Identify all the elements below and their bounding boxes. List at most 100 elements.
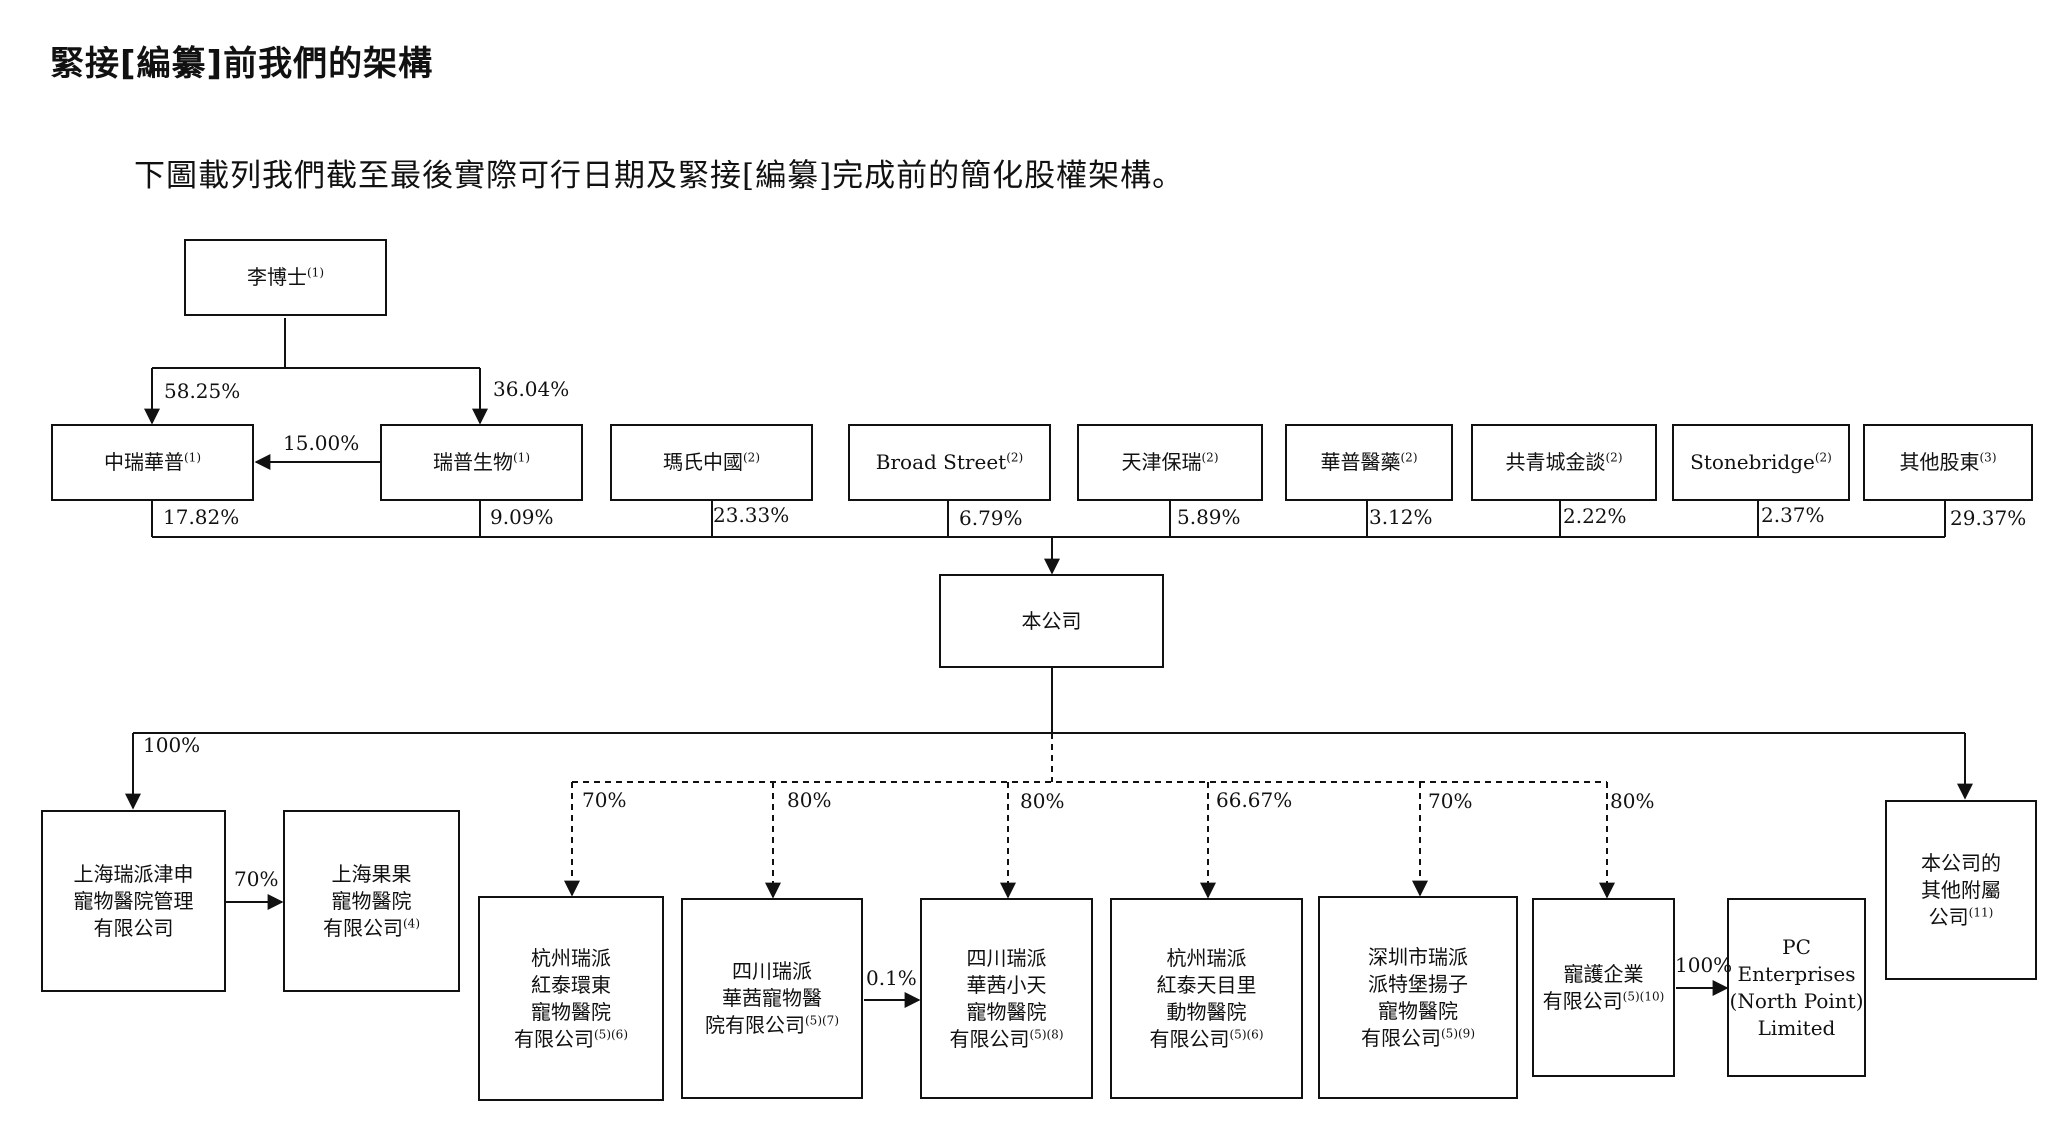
entity-label: 上海果果寵物醫院有限公司(4)	[323, 861, 420, 942]
entity-label-line: 共青城金談(2)	[1505, 450, 1623, 474]
entity-sichuan-xiaotian: 四川瑞派華茜小天寵物醫院有限公司(5)(8)	[920, 898, 1093, 1099]
pct-to-hangzhou-huandong: 70%	[582, 788, 627, 812]
entity-label-line: 本公司的	[1921, 850, 2001, 875]
entity-label-line: 有限公司(5)(6)	[514, 1026, 628, 1051]
entity-label: 瑪氏中國(2)	[663, 449, 760, 476]
entity-label-line: 瑞普生物(1)	[433, 450, 530, 474]
pct-mashi-stake: 23.33%	[713, 503, 790, 527]
entity-stonebridge: Stonebridge(2)	[1672, 424, 1850, 501]
entity-label-line: 派特堡揚子	[1368, 971, 1468, 996]
pct-to-shanghai-ruipai: 100%	[143, 733, 201, 757]
entity-label-line: Stonebridge(2)	[1690, 450, 1832, 474]
entity-label: Stonebridge(2)	[1690, 449, 1832, 476]
entity-label-line: 有限公司(5)(9)	[1361, 1025, 1475, 1050]
entity-label: 中瑞華普(1)	[104, 449, 201, 476]
pct-to-sichuan-huaxi: 80%	[787, 788, 832, 812]
entity-label: 共青城金談(2)	[1506, 449, 1623, 476]
entity-broad-street: Broad Street(2)	[848, 424, 1051, 501]
entity-label-line: 本公司	[1021, 608, 1082, 633]
entity-label-line: 寵物醫院	[966, 999, 1047, 1024]
entity-label: 杭州瑞派紅泰天目里動物醫院有限公司(5)(6)	[1150, 945, 1264, 1053]
entity-label-line: 四川瑞派	[732, 959, 812, 983]
entity-label: 上海瑞派津申寵物醫院管理有限公司	[74, 861, 194, 942]
intro-paragraph: 下圖載列我們截至最後實際可行日期及緊接[編纂]完成前的簡化股權架構。	[134, 158, 1185, 194]
pct-li-zhongrui: 58.25%	[164, 379, 241, 403]
footnote-marker: (5)(7)	[805, 1013, 839, 1028]
section-heading: 緊接[編纂]前我們的架構	[50, 44, 434, 84]
entity-label: 深圳市瑞派派特堡揚子寵物醫院有限公司(5)(9)	[1361, 944, 1475, 1052]
entity-label-line: 華普醫藥(2)	[1320, 450, 1418, 474]
pct-broad-street-stake: 6.79%	[959, 506, 1023, 530]
footnote-marker: (5)(8)	[1029, 1026, 1064, 1041]
entity-label-line: 有限公司(5)(10)	[1542, 988, 1665, 1013]
pct-ruipu-stake: 9.09%	[490, 505, 554, 529]
footnote-marker: (2)	[743, 450, 760, 465]
entity-sichuan-huaxi: 四川瑞派華茜寵物醫院有限公司(5)(7)	[681, 898, 863, 1099]
footnote-marker: (1)	[513, 450, 530, 465]
entity-label-line: 天津保瑞(2)	[1121, 450, 1219, 474]
entity-label: 四川瑞派華茜寵物醫院有限公司(5)(7)	[705, 958, 839, 1039]
footnote-marker: (2)	[1400, 450, 1418, 465]
entity-hangzhou-huandong: 杭州瑞派紅泰環東寵物醫院有限公司(5)(6)	[478, 896, 664, 1101]
pct-to-hangzhou-tianmuli: 66.67%	[1216, 788, 1293, 812]
entity-label-line: 四川瑞派	[966, 945, 1047, 970]
entity-label-line: 華茜小天	[966, 972, 1047, 997]
pct-ruipu-zhongrui: 15.00%	[283, 431, 360, 455]
entity-label-line: (North Point)	[1729, 988, 1864, 1013]
pct-chonghu-pc: 100%	[1675, 953, 1733, 977]
entity-label: 杭州瑞派紅泰環東寵物醫院有限公司(5)(6)	[514, 945, 628, 1053]
footnote-marker: (5)(6)	[1229, 1026, 1264, 1041]
entity-label-line: 瑪氏中國(2)	[663, 450, 760, 474]
pct-zhongrui-stake: 17.82%	[163, 505, 240, 529]
entity-label-line: 有限公司(4)	[323, 915, 420, 940]
entity-label-line: 中瑞華普(1)	[104, 450, 201, 474]
entity-label-line: 寵物醫院	[1378, 998, 1458, 1023]
entity-label-line: 杭州瑞派	[1166, 945, 1247, 970]
entity-label-line: 杭州瑞派	[531, 945, 611, 970]
entity-label-line: 院有限公司(5)(7)	[705, 1013, 839, 1037]
entity-label-line: 寵物醫院管理	[73, 888, 194, 913]
entity-label: 瑞普生物(1)	[433, 449, 530, 476]
pct-ruipai-guoguo: 70%	[234, 867, 279, 891]
pct-huapu-stake: 3.12%	[1369, 505, 1433, 529]
entity-the-company: 本公司	[939, 574, 1164, 668]
entity-label: 四川瑞派華茜小天寵物醫院有限公司(5)(8)	[950, 945, 1064, 1053]
footnote-marker: (1)	[184, 450, 201, 465]
entity-label-line: 動物醫院	[1166, 999, 1247, 1024]
entity-label: 其他股東(3)	[1900, 449, 1997, 476]
entity-hangzhou-tianmuli: 杭州瑞派紅泰天目里動物醫院有限公司(5)(6)	[1110, 898, 1303, 1099]
pct-tianjin-stake: 5.89%	[1177, 505, 1241, 529]
entity-label-line: 深圳市瑞派	[1368, 944, 1468, 969]
entity-label-line: 華茜寵物醫	[722, 986, 822, 1010]
entity-shanghai-guoguo: 上海果果寵物醫院有限公司(4)	[283, 810, 460, 992]
entity-label: 寵護企業有限公司(5)(10)	[1543, 961, 1665, 1015]
footnote-marker: (5)(6)	[594, 1026, 628, 1041]
entity-label-line: Limited	[1757, 1015, 1836, 1040]
entity-label-line: Broad Street(2)	[875, 450, 1024, 474]
entity-label-line: 寵物醫院	[331, 888, 412, 913]
entity-label: 本公司	[1022, 608, 1082, 635]
entity-label: 本公司的其他附屬公司(11)	[1921, 850, 2001, 931]
pct-to-chonghu: 80%	[1610, 789, 1655, 813]
pct-others-stake: 29.37%	[1950, 506, 2027, 530]
entity-label-line: 李博士(1)	[247, 265, 324, 289]
footnote-marker: (1)	[307, 265, 324, 280]
entity-dr-li: 李博士(1)	[184, 239, 387, 316]
entity-ruipu-bio: 瑞普生物(1)	[380, 424, 583, 501]
entity-label-line: 上海果果	[331, 861, 412, 886]
entity-label: 天津保瑞(2)	[1122, 449, 1219, 476]
entity-label: Broad Street(2)	[876, 449, 1023, 476]
entity-shenzhen-ruipai: 深圳市瑞派派特堡揚子寵物醫院有限公司(5)(9)	[1318, 896, 1518, 1099]
pct-to-shenzhen: 70%	[1428, 789, 1473, 813]
pct-huaxi-xiaotian: 0.1%	[866, 966, 917, 990]
entity-label-line: 其他股東(3)	[1899, 450, 1997, 474]
entity-mashi-china: 瑪氏中國(2)	[610, 424, 813, 501]
footnote-marker: (4)	[403, 915, 420, 930]
entity-other-subsidiaries: 本公司的其他附屬公司(11)	[1885, 800, 2037, 980]
pct-stonebridge-stake: 2.37%	[1761, 503, 1825, 527]
entity-label-line: 其他附屬	[1921, 877, 2001, 902]
footnote-marker: (2)	[1814, 450, 1832, 465]
